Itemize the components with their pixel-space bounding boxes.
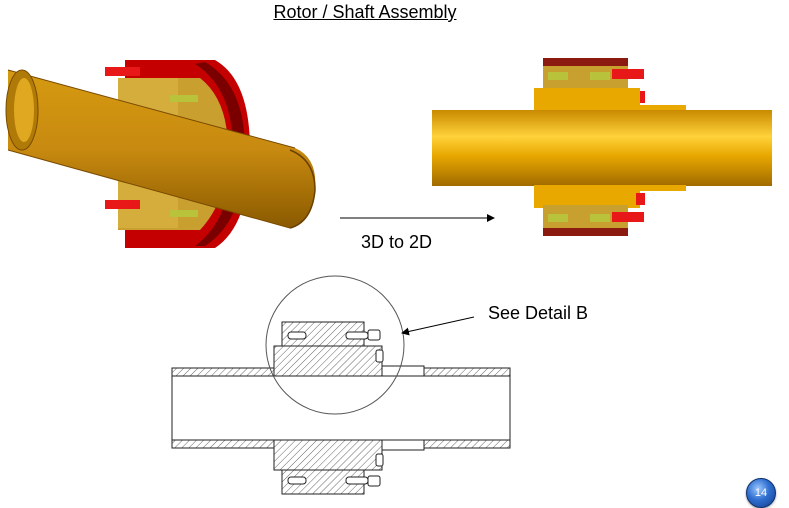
bolt	[612, 212, 644, 222]
bolt	[105, 67, 140, 76]
detail-circle	[265, 275, 405, 415]
conversion-caption: 3D to 2D	[361, 232, 433, 252]
shaft-3d	[8, 70, 316, 228]
2d-section-drawing	[171, 321, 511, 495]
bolt	[612, 69, 644, 79]
detail-leader-arrow	[401, 316, 475, 336]
slide-title: Rotor / Shaft Assembly	[273, 2, 457, 22]
3d-view	[5, 60, 316, 248]
detail-callout: See Detail B	[488, 303, 589, 323]
page-number-badge[interactable]: 14	[746, 478, 776, 508]
2d-color-view	[432, 58, 772, 236]
bolt	[105, 200, 140, 209]
shaft-2d	[432, 110, 772, 186]
